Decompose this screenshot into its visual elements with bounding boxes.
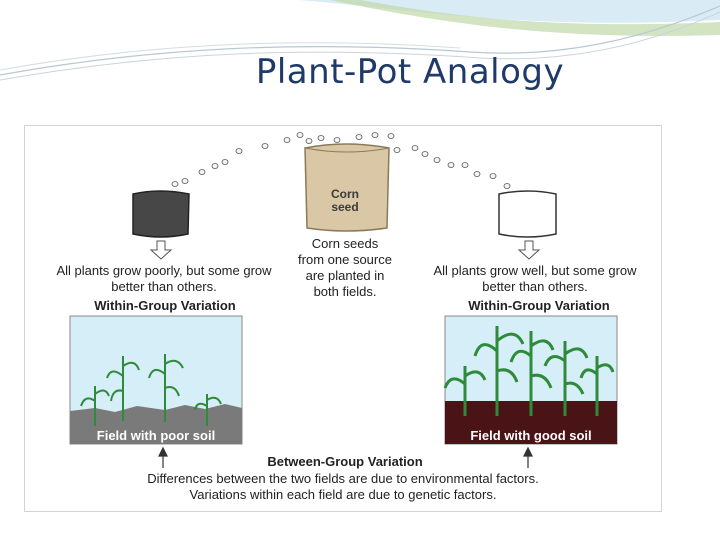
seed-bag-label-line2: seed xyxy=(331,200,359,214)
left-variation-label: Within-Group Variation xyxy=(94,298,236,313)
plant-pot-figure: Corn seed Corn seeds from one source are… xyxy=(24,125,662,512)
healthy-plant-icons xyxy=(443,326,615,416)
corn-seed-bag-icon xyxy=(304,143,390,232)
down-arrow-icons xyxy=(149,240,541,260)
poor-soil-bag-icon xyxy=(132,190,190,238)
center-caption-line: from one source xyxy=(298,252,392,267)
good-field-label: Field with good soil xyxy=(470,428,592,443)
header-swoosh-decoration xyxy=(0,0,720,81)
seed-bag-label-line1: Corn xyxy=(331,187,359,201)
good-soil-bag-icon xyxy=(498,190,557,238)
right-caption-line: better than others. xyxy=(482,279,588,294)
right-caption-line: All plants grow well, but some grow xyxy=(433,263,637,278)
center-caption-line: are planted in xyxy=(305,268,385,283)
bottom-line: Variations within each field are due to … xyxy=(189,487,497,502)
center-caption: Corn seeds from one source are planted i… xyxy=(275,236,415,300)
up-arrow-icons xyxy=(158,446,533,468)
left-caption-line: All plants grow poorly, but some grow xyxy=(56,263,272,278)
seed-bag-label: Corn seed xyxy=(315,188,375,214)
weak-plant-icons xyxy=(80,354,222,426)
left-caption: All plants grow poorly, but some grow be… xyxy=(29,263,299,295)
between-group-label: Between-Group Variation xyxy=(267,454,423,469)
slide-title: Plant-Pot Analogy xyxy=(255,52,565,92)
right-caption: All plants grow well, but some grow bett… xyxy=(410,263,660,295)
center-caption-line: Corn seeds xyxy=(311,236,379,251)
right-variation-label: Within-Group Variation xyxy=(468,298,610,313)
left-caption-line: better than others. xyxy=(111,279,217,294)
poor-field-label: Field with poor soil xyxy=(96,428,216,443)
seed-arc-icon xyxy=(171,132,511,189)
center-caption-line: both fields. xyxy=(313,284,377,299)
bottom-explanation: Differences between the two fields are d… xyxy=(85,471,601,503)
bottom-line: Differences between the two fields are d… xyxy=(147,471,539,486)
figure-artwork xyxy=(69,132,618,468)
